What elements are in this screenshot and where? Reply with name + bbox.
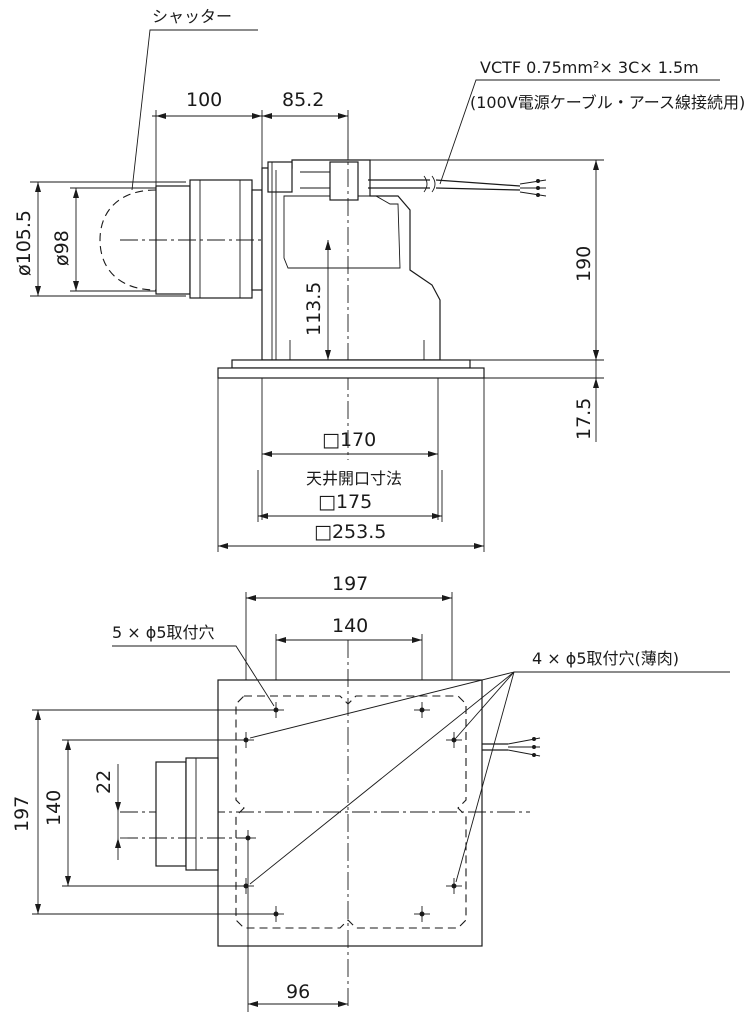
hole — [414, 702, 430, 718]
mounting-holes-4 — [414, 702, 462, 922]
dim-175: □175 — [318, 491, 372, 513]
duct-collar — [189, 179, 253, 299]
hole — [240, 830, 256, 846]
dim-113-5: 113.5 — [303, 282, 325, 336]
cable-leader — [439, 79, 720, 185]
cable-note: (100V電源ケーブル・アース線接続用) — [470, 93, 745, 112]
grille-panel — [217, 367, 485, 379]
shutter-outline — [99, 189, 157, 291]
top-view: 197 140 — [11, 573, 730, 1012]
dim-140-left: 140 — [43, 790, 65, 826]
cable-spec: VCTF 0.75mm²× 3C× 1.5m — [480, 58, 699, 77]
dim-197-left: 197 — [11, 796, 33, 832]
dim-140-top: 140 — [332, 615, 368, 637]
mounting-plate — [231, 359, 471, 369]
side-view: シャッター 100 85.2 ø105.5 ø98 — [13, 7, 745, 552]
ceiling-opening-label: 天井開口寸法 — [306, 469, 402, 488]
hole — [446, 732, 462, 748]
dim-190: 190 — [573, 246, 595, 282]
dim-253-5: □253.5 — [314, 521, 386, 543]
hole-leader-5 — [112, 645, 275, 707]
dim-98: ø98 — [51, 230, 73, 266]
dim-100: 100 — [186, 89, 222, 111]
hole-label-4: 4 × ϕ5取付穴(薄肉) — [532, 649, 679, 668]
dim-22: 22 — [93, 770, 115, 794]
dim-197-top: 197 — [332, 573, 368, 595]
dim-96: 96 — [286, 981, 310, 1003]
panel-outline — [217, 679, 483, 947]
dim-85-2: 85.2 — [282, 89, 324, 111]
motor-terminal — [329, 161, 359, 201]
dim-17-5: 17.5 — [573, 398, 595, 440]
body-outline-dashed — [235, 695, 467, 929]
hole-label-5: 5 × ϕ5取付穴 — [112, 623, 215, 642]
duct-top — [155, 761, 187, 867]
hole — [414, 906, 430, 922]
shutter-leader — [131, 29, 258, 191]
dim-105-5: ø105.5 — [13, 210, 35, 276]
dim-170: □170 — [322, 429, 376, 451]
hole — [446, 878, 462, 894]
shutter-label: シャッター — [152, 7, 232, 26]
